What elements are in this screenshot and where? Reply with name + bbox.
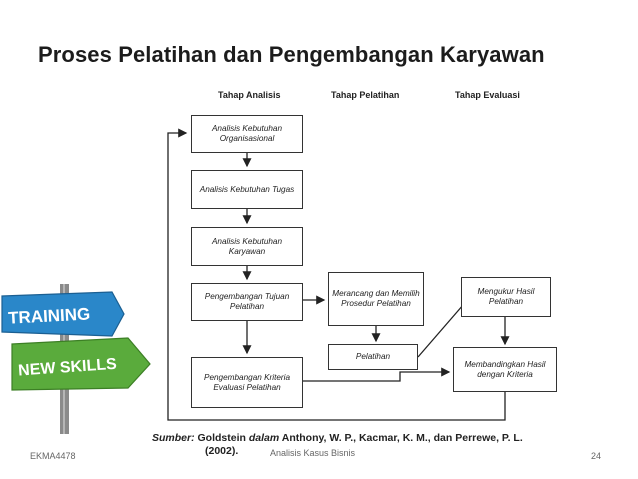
source-rest: Anthony, W. P., Kacmar, K. M., dan Perre… bbox=[281, 432, 523, 444]
box-analisis-organisasional: Analisis Kebutuhan Organisasional bbox=[191, 115, 303, 153]
stage-pelatihan: Tahap Pelatihan bbox=[331, 90, 400, 100]
source-label: Sumber: bbox=[152, 432, 195, 444]
box-pengembangan-kriteria: Pengembangan Kriteria Evaluasi Pelatihan bbox=[191, 357, 303, 408]
footer-page-number: 24 bbox=[591, 451, 602, 461]
slide-title: Proses Pelatihan dan Pengembangan Karyaw… bbox=[38, 42, 545, 67]
new-skills-sign-text: NEW SKILLS bbox=[18, 356, 118, 380]
stage-evaluasi: Tahap Evaluasi bbox=[455, 90, 520, 100]
source-citation: Sumber: Goldstein dalam Anthony, W. P., … bbox=[152, 432, 523, 458]
footer-course-title: Analisis Kasus Bisnis bbox=[270, 448, 356, 458]
stage-analisis: Tahap Analisis bbox=[218, 90, 281, 100]
source-author: Goldstein bbox=[197, 432, 246, 444]
arrow-kriteria-to-membandingkan bbox=[303, 367, 451, 382]
new-skills-sign bbox=[11, 337, 151, 391]
box-merancang-prosedur: Merancang dan Memilih Prosedur Pelatihan bbox=[328, 272, 424, 326]
box-pelatihan: Pelatihan bbox=[328, 344, 418, 370]
box-analisis-karyawan: Analisis Kebutuhan Karyawan bbox=[191, 227, 303, 266]
training-sign-text: TRAINING bbox=[8, 304, 91, 327]
source-dalam: dalam bbox=[248, 432, 280, 444]
box-pengembangan-tujuan: Pengembangan Tujuan Pelatihan bbox=[191, 283, 303, 321]
feedback-loop bbox=[167, 128, 506, 421]
box-analisis-tugas: Analisis Kebutuhan Tugas bbox=[191, 170, 303, 209]
box-membandingkan-hasil: Membandingkan Hasil dengan Kriteria bbox=[453, 347, 557, 392]
box-mengukur-hasil: Mengukur Hasil Pelatihan bbox=[461, 277, 551, 317]
source-year: (2002). bbox=[205, 445, 239, 457]
training-sign bbox=[1, 291, 125, 337]
footer-course-code: EKMA4478 bbox=[30, 451, 76, 461]
training-signpost-illustration: TRAINING NEW SKILLS bbox=[1, 284, 151, 434]
